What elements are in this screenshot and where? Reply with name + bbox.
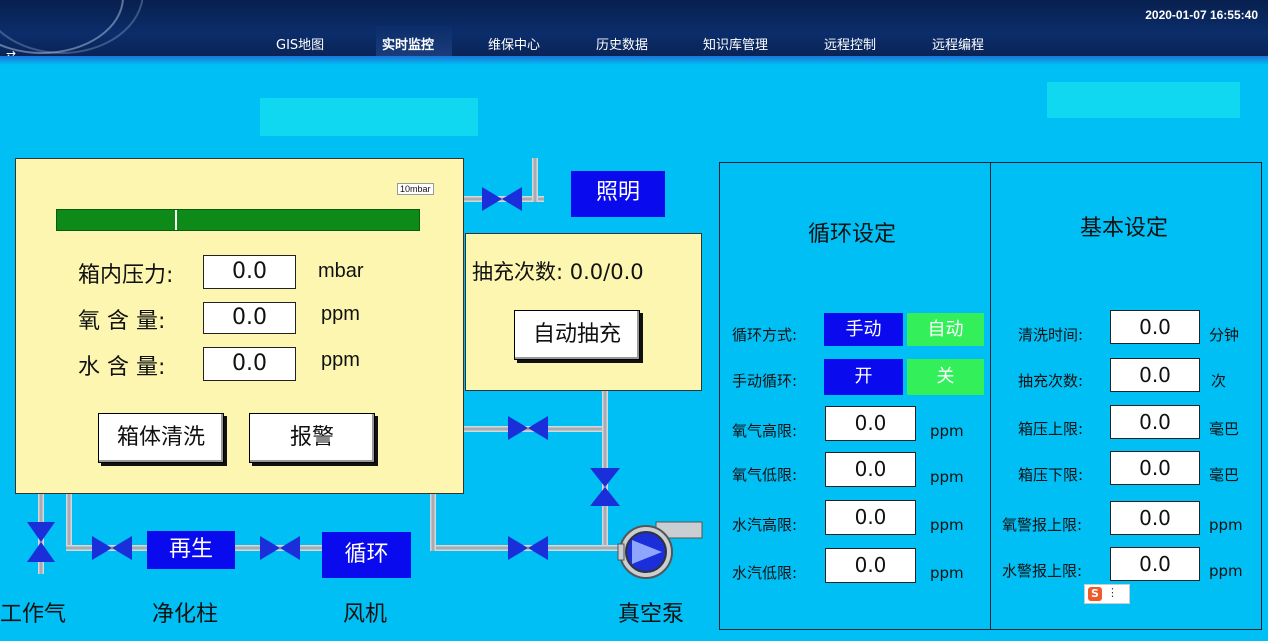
water-low-unit: ppm	[930, 564, 964, 582]
chamber-pressure-high-label: 箱压上限:	[1018, 420, 1084, 438]
decor-arc	[0, 0, 144, 54]
chamber-pressure-high-unit: 毫巴	[1209, 420, 1240, 438]
basic-settings-title: 基本设定	[1080, 216, 1169, 241]
water-high-unit: ppm	[930, 516, 964, 534]
chamber-pressure-low-label: 箱压下限:	[1018, 466, 1084, 484]
valve-icon[interactable]	[508, 536, 548, 560]
working-gas-label: 工作气	[0, 602, 67, 627]
water-unit: ppm	[321, 349, 360, 371]
oxygen-high-input[interactable]: 0.0	[825, 406, 916, 441]
top-nav-bar: GIS地图 实时监控 维保中心 历史数据 知识库管理 远程控制 远程编程 202…	[0, 0, 1268, 62]
oxygen-unit: ppm	[321, 303, 360, 325]
nav-history-data[interactable]: 历史数据	[596, 38, 649, 53]
chamber-pressure-low-unit: 毫巴	[1209, 466, 1240, 484]
auto-pump-button[interactable]: 自动抽充	[514, 310, 640, 360]
pressure-bar-max-label: 10mbar	[397, 183, 434, 195]
pipe	[66, 494, 72, 546]
water-alarm-high-label: 水警报上限:	[1002, 562, 1083, 580]
valve-icon[interactable]	[482, 187, 522, 211]
nav-remote-programming[interactable]: 远程编程	[932, 38, 985, 53]
nav-knowledge-base[interactable]: 知识库管理	[703, 38, 769, 53]
oxygen-alarm-high-input[interactable]: 0.0	[1110, 501, 1200, 535]
pipe	[532, 158, 538, 202]
pressure-bar	[56, 209, 420, 231]
swap-icon[interactable]: ⇄	[6, 48, 17, 62]
water-label: 水 含 量:	[78, 355, 166, 380]
settings-divider	[990, 162, 991, 630]
ime-menu-icon[interactable]: ⋮	[1107, 586, 1118, 599]
water-low-label: 水汽低限:	[732, 564, 798, 582]
chamber-panel: 10mbar 箱内压力: 0.0 mbar 氧 含 量: 0.0 ppm 水 含…	[15, 158, 464, 494]
water-low-input[interactable]: 0.0	[825, 548, 916, 583]
pump-count-input[interactable]: 0.0	[1110, 358, 1200, 392]
water-high-label: 水汽高限:	[732, 516, 798, 534]
oxygen-high-label: 氧气高限:	[732, 422, 798, 440]
oxygen-high-unit: ppm	[930, 422, 964, 440]
oxygen-low-input[interactable]: 0.0	[825, 452, 916, 487]
cycle-mode-label: 循环方式:	[732, 326, 798, 344]
manual-cycle-label: 手动循环:	[732, 372, 798, 390]
valve-icon[interactable]	[27, 522, 55, 562]
pump-count-setting-label: 抽充次数:	[1018, 372, 1084, 390]
circulate-button[interactable]: 循环	[322, 532, 411, 578]
chamber-clean-button[interactable]: 箱体清洗	[98, 413, 224, 463]
nav-remote-control[interactable]: 远程控制	[824, 38, 877, 53]
pressure-unit: mbar	[318, 260, 364, 282]
oxygen-label: 氧 含 量:	[78, 309, 166, 334]
vacuum-pump-label: 真空泵	[618, 602, 685, 627]
valve-icon[interactable]	[260, 536, 300, 560]
valve-icon[interactable]	[590, 468, 620, 506]
nav-maintenance-center[interactable]: 维保中心	[488, 38, 541, 53]
valve-icon[interactable]	[508, 416, 548, 440]
pump-count-unit: 次	[1211, 372, 1227, 390]
water-value: 0.0	[203, 347, 296, 381]
clean-time-label: 清洗时间:	[1018, 326, 1084, 344]
water-alarm-high-unit: ppm	[1209, 562, 1243, 580]
nav-gis-map[interactable]: GIS地图	[276, 38, 325, 53]
pressure-bar-marker	[175, 210, 177, 230]
chamber-pressure-low-input[interactable]: 0.0	[1110, 451, 1200, 485]
fan-label: 风机	[343, 602, 388, 627]
cycle-mode-manual-button[interactable]: 手动	[824, 313, 903, 346]
manual-cycle-on-button[interactable]: 开	[824, 359, 903, 395]
pressure-value: 0.0	[203, 255, 296, 289]
oxygen-alarm-high-label: 氧警报上限:	[1002, 516, 1083, 534]
logo-placeholder-block	[1047, 82, 1240, 118]
oxygen-value: 0.0	[203, 302, 296, 334]
valve-icon[interactable]	[92, 536, 132, 560]
pump-cycle-panel: 抽充次数: 0.0/0.0 自动抽充	[465, 233, 702, 391]
nav-realtime-monitor[interactable]: 实时监控	[382, 38, 435, 53]
pipe	[602, 390, 608, 396]
title-placeholder-block	[260, 98, 478, 136]
cycle-mode-auto-button[interactable]: 自动	[907, 313, 984, 346]
purifier-column-label: 净化柱	[152, 602, 219, 627]
oxygen-low-unit: ppm	[930, 468, 964, 486]
ime-toolbar[interactable]: S ⋮	[1084, 584, 1130, 604]
alarm-button[interactable]: 报警	[249, 413, 375, 463]
manual-cycle-off-button[interactable]: 关	[907, 359, 984, 395]
cycle-settings-title: 循环设定	[808, 222, 897, 247]
datetime-display: 2020-01-07 16:55:40	[1145, 8, 1258, 22]
water-high-input[interactable]: 0.0	[825, 500, 916, 535]
chamber-pressure-high-input[interactable]: 0.0	[1110, 405, 1200, 439]
pipe	[430, 494, 436, 551]
vacuum-pump-icon[interactable]	[612, 516, 704, 580]
header-gradient-strip	[0, 56, 1268, 65]
oxygen-alarm-high-unit: ppm	[1209, 516, 1243, 534]
pressure-label: 箱内压力:	[78, 263, 174, 288]
regenerate-button[interactable]: 再生	[147, 531, 235, 569]
clean-time-unit: 分钟	[1209, 326, 1240, 344]
lighting-button[interactable]: 照明	[571, 171, 665, 217]
ime-logo-icon[interactable]: S	[1088, 587, 1102, 601]
oxygen-low-label: 氧气低限:	[732, 466, 798, 484]
water-alarm-high-input[interactable]: 0.0	[1110, 547, 1200, 581]
pump-count-text: 抽充次数: 0.0/0.0	[472, 260, 644, 284]
clean-time-input[interactable]: 0.0	[1110, 310, 1200, 344]
